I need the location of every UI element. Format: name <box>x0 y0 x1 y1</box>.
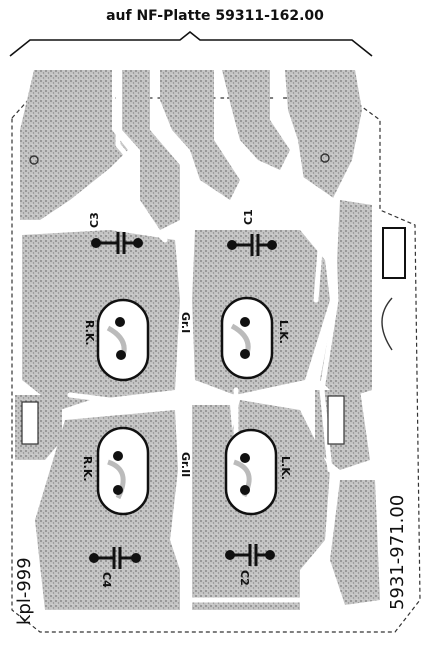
side-mark-left: kpl-999 <box>14 557 35 625</box>
cutout-right <box>382 227 406 279</box>
capacitor-c4: C4 <box>89 547 141 588</box>
contact-label-rk-bottom: R.K. <box>81 456 94 482</box>
contact-pad-lk-bottom: L.K. <box>224 428 292 516</box>
mount-hole-left <box>29 155 39 165</box>
capacitor-label-c4: C4 <box>100 572 113 588</box>
capacitor-label-c1: C1 <box>242 209 255 225</box>
capacitor-c2: C2 <box>225 544 275 586</box>
slot-right <box>327 395 345 445</box>
capacitor-label-c3: C3 <box>88 212 101 228</box>
copper-areas <box>15 70 380 610</box>
contact-label-rk-top: R.K. <box>83 320 96 346</box>
capacitor-c1: C1 <box>227 209 277 256</box>
capacitor-c3: C3 <box>88 212 143 254</box>
header-brace <box>9 30 373 57</box>
header-title: auf NF-Platte 59311-162.00 <box>106 8 324 24</box>
contact-pad-rk-top: R.K. <box>83 298 150 382</box>
cutout-arc <box>381 297 393 351</box>
contact-pad-rk-bottom: R.K. <box>81 426 150 516</box>
contact-label-lk-bottom: L.K. <box>279 456 292 480</box>
contact-pad-lk-top: L.K. <box>220 296 290 380</box>
contact-label-lk-top: L.K. <box>277 320 290 344</box>
ground-label-1: Gr.I <box>179 312 192 333</box>
capacitor-label-c2: C2 <box>238 570 251 586</box>
mount-hole-right <box>320 153 330 163</box>
slot-left <box>21 401 39 445</box>
side-mark-right: 5931-971.00 <box>387 495 408 610</box>
ground-label-2: Gr.II <box>179 452 192 477</box>
traces <box>67 67 339 603</box>
